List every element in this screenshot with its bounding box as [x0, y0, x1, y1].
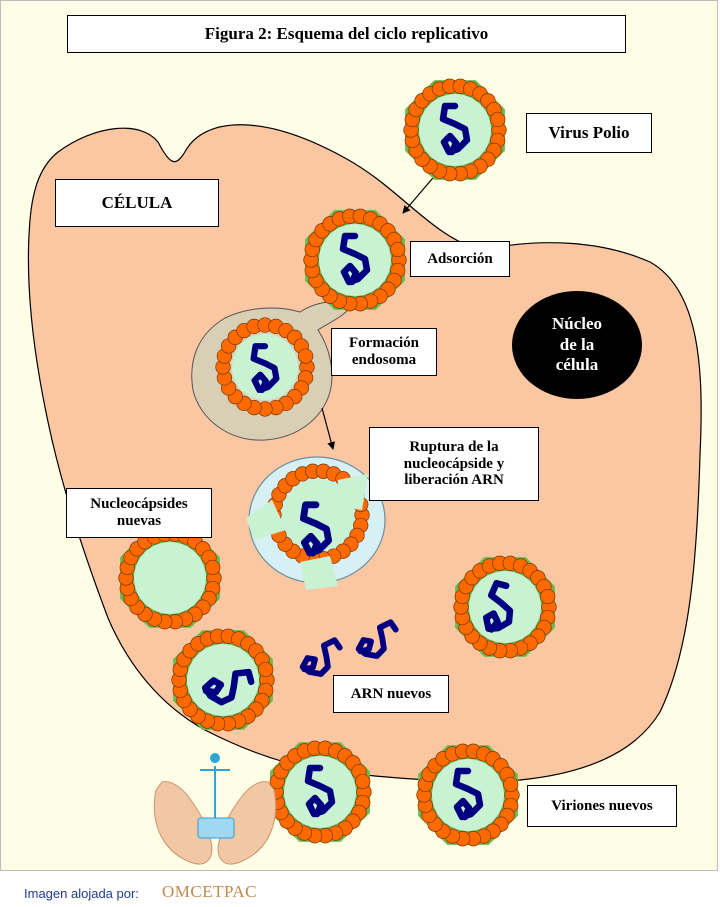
new-nucleocapsid — [118, 526, 222, 630]
label-new-rna: ARN nuevos — [333, 675, 449, 713]
footer-hosted-by: Imagen alojada por: — [24, 886, 139, 901]
new-rna-strand — [299, 637, 343, 677]
left-hand-shape — [153, 781, 213, 865]
hands-logo-icon — [153, 753, 277, 865]
arrow-layer — [321, 171, 439, 450]
cell-nucleus — [512, 291, 642, 399]
virus-polio-particle-rna — [439, 102, 471, 156]
label-virus-polio: Virus Polio — [526, 113, 652, 153]
released-rna — [299, 501, 333, 557]
virus-particle-layer — [118, 78, 557, 847]
new-virion-rna — [452, 767, 484, 821]
endosome-virus-particle — [215, 317, 315, 417]
right-hand-shape — [217, 781, 277, 865]
arrow-endosome-to-rupture — [321, 407, 336, 450]
adsorbed-virus-particle-rna — [339, 232, 371, 286]
assembling-virion — [171, 628, 275, 732]
label-cell: CÉLULA — [55, 179, 219, 227]
new-virion-rna — [304, 764, 336, 818]
virus-polio-particle — [403, 78, 507, 182]
assembling-virion-rna — [483, 579, 514, 633]
figure-title: Figura 2: Esquema del ciclo replicativo — [67, 15, 626, 53]
book-shape — [197, 817, 235, 839]
new-virion — [416, 743, 520, 847]
endosome-rna — [250, 343, 280, 393]
footer-brand[interactable]: OMCETPAC — [162, 882, 258, 901]
new-rna-strand — [355, 619, 399, 659]
assembling-virion — [453, 555, 557, 659]
assembling-virion-rna — [201, 668, 255, 706]
nucleus-label: Núcleo de la célula — [551, 313, 603, 375]
adsorbed-virus-particle — [303, 208, 407, 312]
label-adsorption: Adsorción — [410, 241, 510, 277]
nucleus-layer — [512, 291, 642, 399]
new-virion — [268, 740, 372, 844]
label-new-nucleocapsids: Nucleocápsides nuevas — [66, 488, 212, 538]
label-nucleocapsid-rupture: Ruptura de la nucleocápside y liberación… — [369, 427, 539, 501]
label-endosome-formation: Formación endosoma — [331, 328, 437, 376]
rupturing-nucleocapsid — [246, 456, 386, 590]
free-rna-layer — [299, 619, 399, 677]
label-new-virions: Viriones nuevos — [527, 785, 677, 827]
arrow-virus-to-adsorption — [402, 171, 439, 214]
figure-head-shape — [210, 753, 220, 763]
